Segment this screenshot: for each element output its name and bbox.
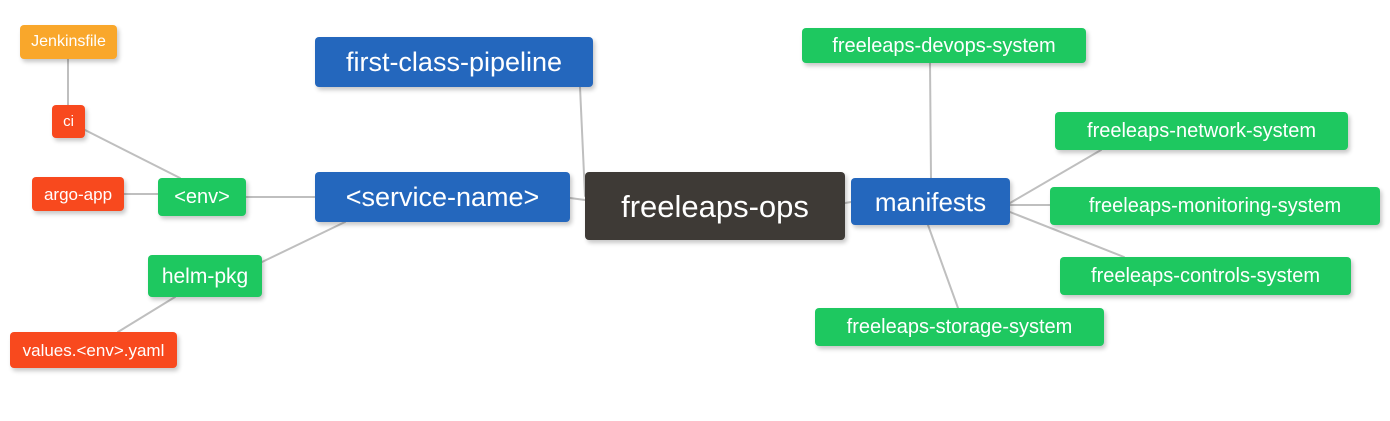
node-freeleaps-storage-system[interactable]: freeleaps-storage-system — [815, 308, 1104, 346]
node-values-env-yaml[interactable]: values.<env>.yaml — [10, 332, 177, 368]
node-label-service-name: <service-name> — [345, 181, 540, 212]
node-label-freeleaps-network-system: freeleaps-network-system — [1087, 120, 1316, 142]
node-helm-pkg[interactable]: helm-pkg — [148, 255, 262, 297]
edge-service-name-to-helm-pkg — [261, 221, 346, 263]
edge-env-to-ci — [84, 129, 181, 179]
node-manifests[interactable]: manifests — [851, 178, 1010, 225]
edge-freeleaps-ops-to-service-name — [569, 197, 586, 201]
node-label-freeleaps-monitoring-system: freeleaps-monitoring-system — [1088, 195, 1342, 217]
node-label-freeleaps-storage-system: freeleaps-storage-system — [846, 316, 1073, 338]
node-label-freeleaps-devops-system: freeleaps-devops-system — [832, 34, 1056, 57]
node-freeleaps-ops[interactable]: freeleaps-ops — [585, 172, 845, 240]
node-label-jenkinsfile: Jenkinsfile — [31, 33, 106, 50]
node-ci[interactable]: ci — [52, 105, 85, 138]
edge-manifests-to-freeleaps-storage-system — [927, 224, 959, 309]
node-label-freeleaps-ops: freeleaps-ops — [621, 188, 809, 224]
node-label-env: <env> — [174, 186, 230, 208]
node-label-values-env-yaml: values.<env>.yaml — [22, 340, 165, 360]
node-label-ci: ci — [63, 113, 74, 130]
node-jenkinsfile[interactable]: Jenkinsfile — [20, 25, 117, 59]
edge-manifests-to-freeleaps-devops-system — [929, 62, 932, 179]
node-service-name[interactable]: <service-name> — [315, 172, 570, 222]
node-label-first-class-pipeline: first-class-pipeline — [345, 46, 563, 77]
node-first-class-pipeline[interactable]: first-class-pipeline — [315, 37, 593, 87]
edge-helm-pkg-to-values-env-yaml — [117, 296, 176, 333]
node-label-argo-app: argo-app — [43, 184, 113, 204]
node-label-freeleaps-controls-system: freeleaps-controls-system — [1091, 265, 1320, 287]
node-label-helm-pkg: helm-pkg — [161, 264, 249, 288]
node-freeleaps-monitoring-system[interactable]: freeleaps-monitoring-system — [1050, 187, 1380, 225]
node-env[interactable]: <env> — [158, 178, 246, 216]
node-freeleaps-devops-system[interactable]: freeleaps-devops-system — [802, 28, 1086, 63]
node-freeleaps-network-system[interactable]: freeleaps-network-system — [1055, 112, 1348, 150]
node-freeleaps-controls-system[interactable]: freeleaps-controls-system — [1060, 257, 1351, 295]
node-argo-app[interactable]: argo-app — [32, 177, 124, 211]
node-label-manifests: manifests — [874, 186, 987, 217]
